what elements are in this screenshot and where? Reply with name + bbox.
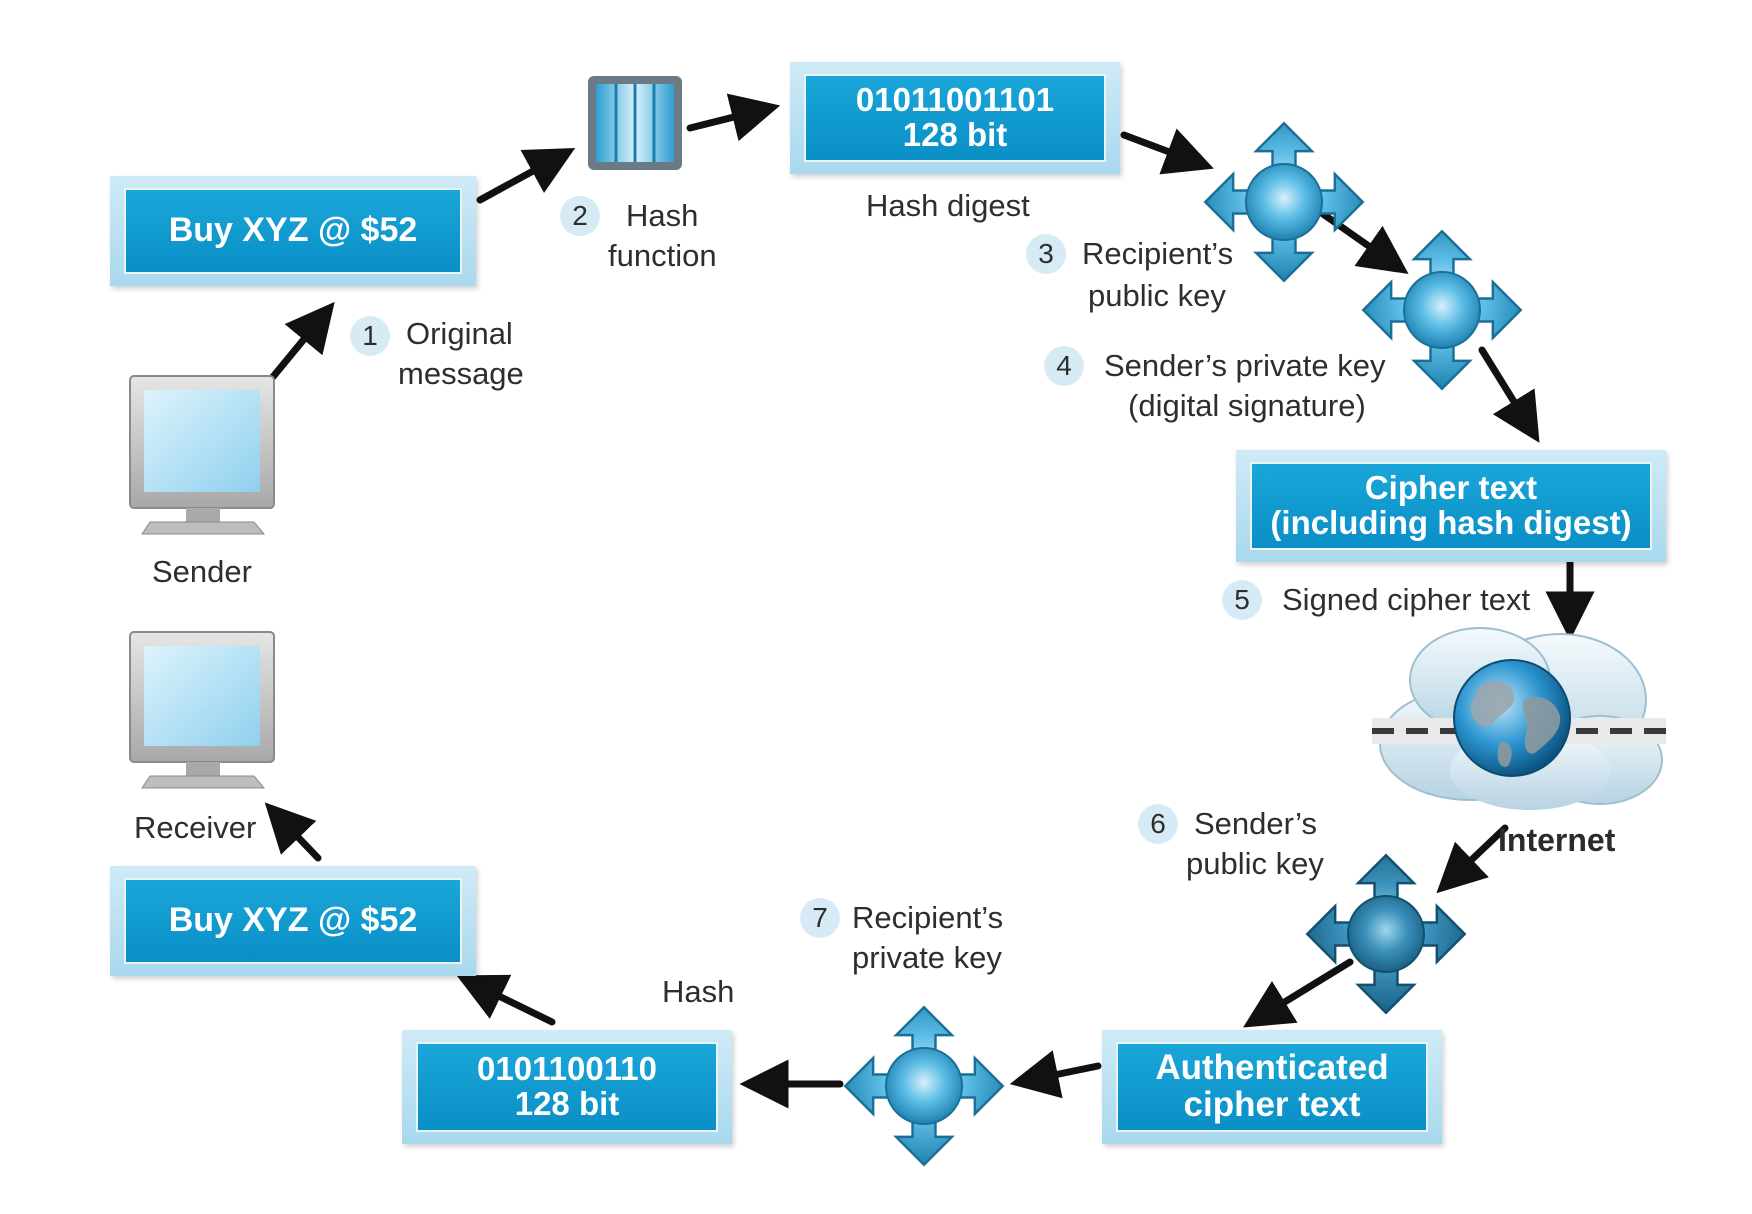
- arrow-hash-to-message: [456, 974, 556, 1026]
- key-icon-recipient-private: [843, 1005, 1005, 1167]
- arrow-key6-to-authenticated: [1243, 958, 1354, 1028]
- step-1-badge: 1: [350, 316, 390, 356]
- step-6-line1: Sender’s: [1194, 806, 1317, 841]
- step-6-line2: public key: [1186, 846, 1324, 881]
- hash-function-icon: [588, 76, 682, 170]
- authenticated-cipher-box: Authenticated cipher text: [1102, 1030, 1442, 1144]
- original-message-text: Buy XYZ @ $52: [168, 211, 418, 250]
- key-icon-recipient-public: [1203, 121, 1365, 283]
- key-icon-sender-private: [1361, 229, 1523, 391]
- hash-digest-label: Hash digest: [866, 188, 1030, 223]
- key-icon-sender-public: [1305, 853, 1467, 1015]
- step-4-badge: 4: [1044, 346, 1084, 386]
- step-3-line2: public key: [1088, 278, 1226, 313]
- step-4-line2: (digital signature): [1128, 388, 1366, 423]
- received-message-text: Buy XYZ @ $52: [168, 901, 418, 940]
- hash-bottom-box: 0101100110 128 bit: [402, 1030, 732, 1144]
- arrow-digest-to-key3: [1120, 128, 1214, 175]
- hash-bottom-bits: 0101100110: [477, 1050, 657, 1088]
- step-6-badge: 6: [1138, 804, 1178, 844]
- arrow-internet-to-key6: [1436, 824, 1509, 894]
- internet-label: Internet: [1498, 822, 1616, 858]
- received-message-box: Buy XYZ @ $52: [110, 866, 476, 976]
- arrow-message-to-receiver: [264, 802, 322, 862]
- arrow-sender-to-message: [268, 301, 335, 382]
- step-7-line2: private key: [852, 940, 1002, 975]
- arrow-authenticated-to-key7: [1009, 1050, 1102, 1099]
- hash-label: Hash: [662, 974, 735, 1009]
- step-2-badge: 2: [560, 196, 600, 236]
- cipher-text-subtitle: (including hash digest): [1270, 504, 1632, 541]
- step-1-line2: message: [398, 356, 524, 391]
- arrow-key4-to-cipher: [1478, 346, 1540, 443]
- hash-bottom-size: 128 bit: [514, 1085, 620, 1122]
- step-3-badge: 3: [1026, 234, 1066, 274]
- receiver-label: Receiver: [134, 810, 257, 845]
- hash-digest-box: 01011001101 128 bit: [790, 62, 1120, 174]
- cipher-text-title: Cipher text: [1364, 469, 1538, 507]
- step-5-badge: 5: [1222, 580, 1262, 620]
- step-1-line1: Original: [406, 316, 513, 351]
- globe-icon: [1453, 659, 1571, 777]
- cipher-text-box: Cipher text (including hash digest): [1236, 450, 1666, 562]
- hash-digest-size: 128 bit: [902, 116, 1008, 153]
- step-5-line1: Signed cipher text: [1282, 582, 1531, 617]
- authenticated-line2: cipher text: [1183, 1085, 1361, 1124]
- arrow-hash-to-digest: [686, 93, 781, 142]
- arrow-message-to-hash: [476, 147, 576, 204]
- sender-computer-icon: [129, 375, 275, 535]
- original-message-box: Buy XYZ @ $52: [110, 176, 476, 286]
- flow-arrows: [264, 93, 1595, 1109]
- authenticated-line1: Authenticated: [1155, 1048, 1389, 1088]
- receiver-computer-icon: [129, 631, 275, 789]
- step-4-line1: Sender’s private key: [1104, 348, 1386, 383]
- step-7-badge: 7: [800, 898, 840, 938]
- step-3-line1: Recipient’s: [1082, 236, 1234, 271]
- step-7-line1: Recipient’s: [852, 900, 1004, 935]
- step-2-line1: Hash: [626, 198, 699, 233]
- step-2-line2: function: [608, 238, 717, 273]
- sender-label: Sender: [152, 554, 252, 589]
- hash-digest-bits: 01011001101: [855, 81, 1055, 119]
